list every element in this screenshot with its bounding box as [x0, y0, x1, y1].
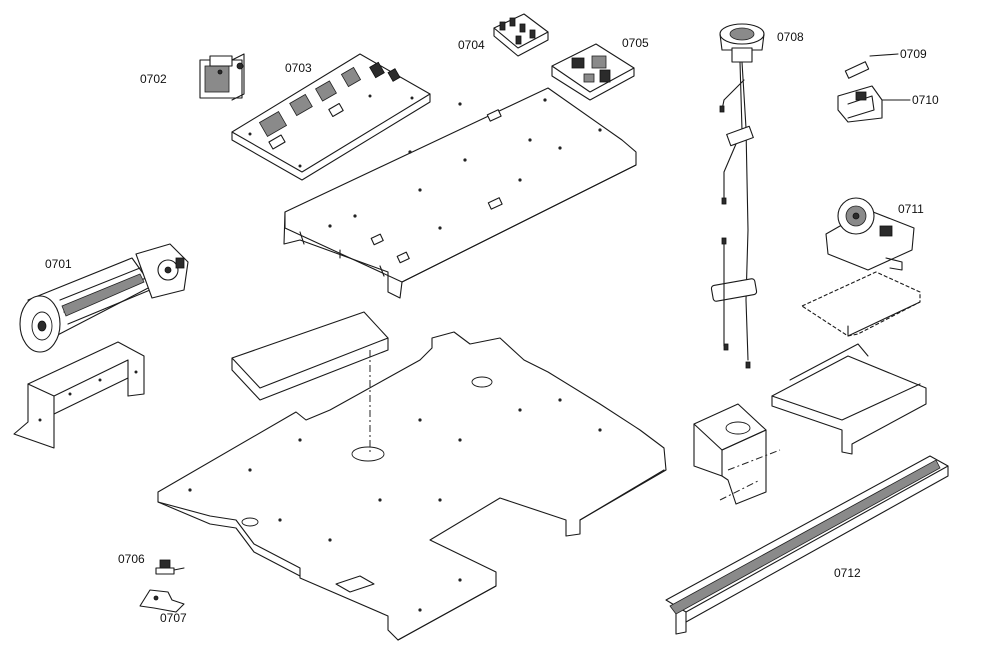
- part-0705-relay-board: [551, 43, 635, 101]
- part-0706-thermal-sensor: [155, 559, 185, 575]
- part-0710-fuse-holder: [837, 85, 883, 123]
- label-0704: 0704: [458, 38, 485, 52]
- part-0704-terminal-block: [493, 13, 549, 57]
- label-0709: 0709: [900, 47, 927, 61]
- label-0712: 0712: [834, 566, 861, 580]
- label-0711: 0711: [898, 202, 924, 216]
- part-0707-mounting-clip: [139, 589, 185, 613]
- part-0709-fuse: [844, 61, 870, 79]
- part-0712-trim-strip: [665, 455, 949, 635]
- part-0702-transformer: [199, 53, 245, 101]
- part-0703-control-board: [231, 53, 431, 181]
- top-mounting-panel: [283, 87, 637, 299]
- label-0701: 0701: [45, 257, 72, 271]
- label-0708: 0708: [777, 30, 804, 44]
- label-0707: 0707: [160, 611, 187, 625]
- air-duct: [231, 311, 389, 401]
- part-0701-blower-motor: [19, 243, 189, 353]
- assembly-leader-lines: [369, 350, 781, 501]
- motor-mounting-plate: [801, 271, 921, 337]
- label-0703: 0703: [285, 61, 312, 75]
- mounting-tray: [771, 343, 927, 455]
- label-leader-lines: [869, 53, 911, 101]
- part-0711-cooling-fan-motor: [825, 197, 915, 271]
- label-0705: 0705: [622, 36, 649, 50]
- label-0710: 0710: [912, 93, 939, 107]
- motor-mounting-bracket: [13, 341, 145, 449]
- vent-duct-adapter: [693, 403, 767, 505]
- label-0702: 0702: [140, 72, 167, 86]
- label-0706: 0706: [118, 552, 145, 566]
- part-0708-wire-harness: [710, 23, 765, 369]
- base-plate: [157, 331, 667, 641]
